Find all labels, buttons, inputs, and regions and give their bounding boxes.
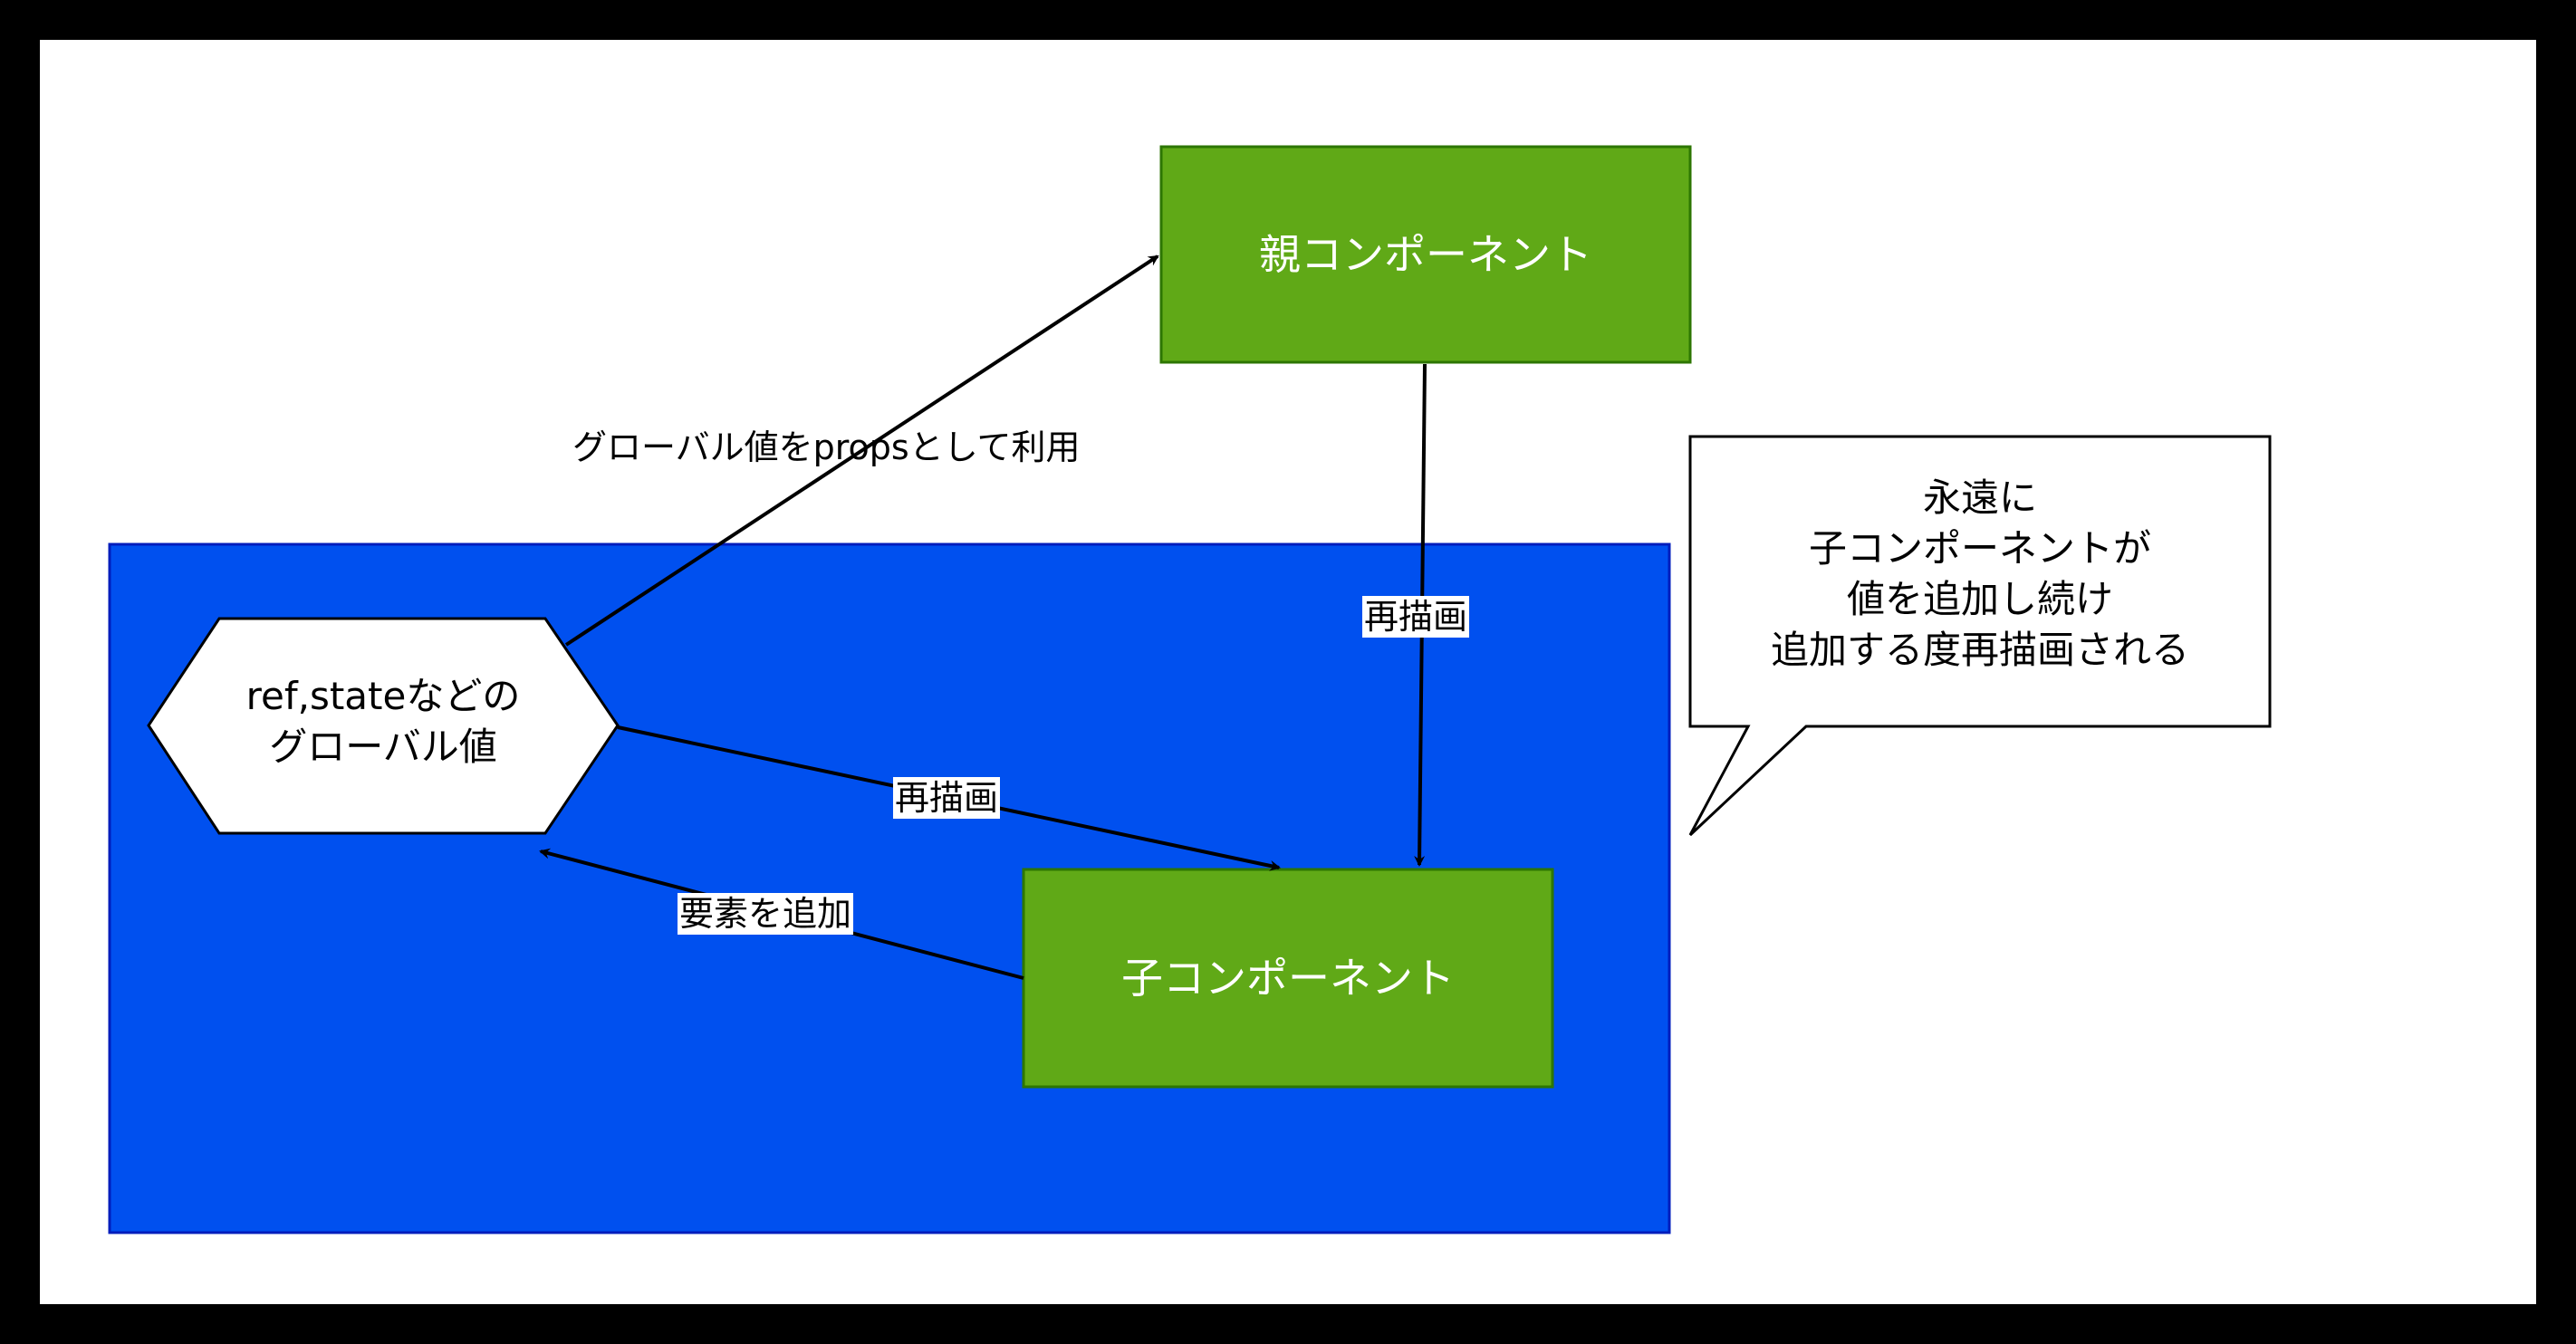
callout-line3: 値を追加し続け [1846, 577, 2113, 621]
global-value-label-line1: ref,stateなどの [245, 674, 521, 718]
parent-component-box[interactable] [1159, 145, 1692, 364]
callout-line4: 追加する度再描画される [1770, 628, 2189, 672]
callout-bubble [1688, 435, 2272, 837]
callout-line2: 子コンポーネントが [1808, 526, 2151, 571]
edge-label-global-to-child: 再描画 [893, 777, 1001, 819]
edge-label-child-to-global: 要素を追加 [678, 893, 854, 935]
edge-global-to-parent [564, 254, 1159, 647]
parent-component-label: 親コンポーネント [1259, 230, 1592, 279]
global-value-label: ref,stateなどの グローバル値 [149, 671, 618, 773]
global-value-label-line2: グローバル値 [269, 725, 497, 769]
global-value-hexagon[interactable] [147, 617, 620, 835]
edge-label-global-to-parent: グローバル値をpropsとして利用 [572, 427, 1081, 467]
child-component-box[interactable] [1022, 868, 1554, 1089]
child-component-label: 子コンポーネント [1121, 954, 1455, 1003]
callout-line1: 永遠に [1922, 475, 2037, 520]
callout-label: 永遠に 子コンポーネントが 値を追加し続け 追加する度再描画される [1690, 473, 2270, 676]
edge-label-parent-to-child: 再描画 [1362, 596, 1470, 638]
